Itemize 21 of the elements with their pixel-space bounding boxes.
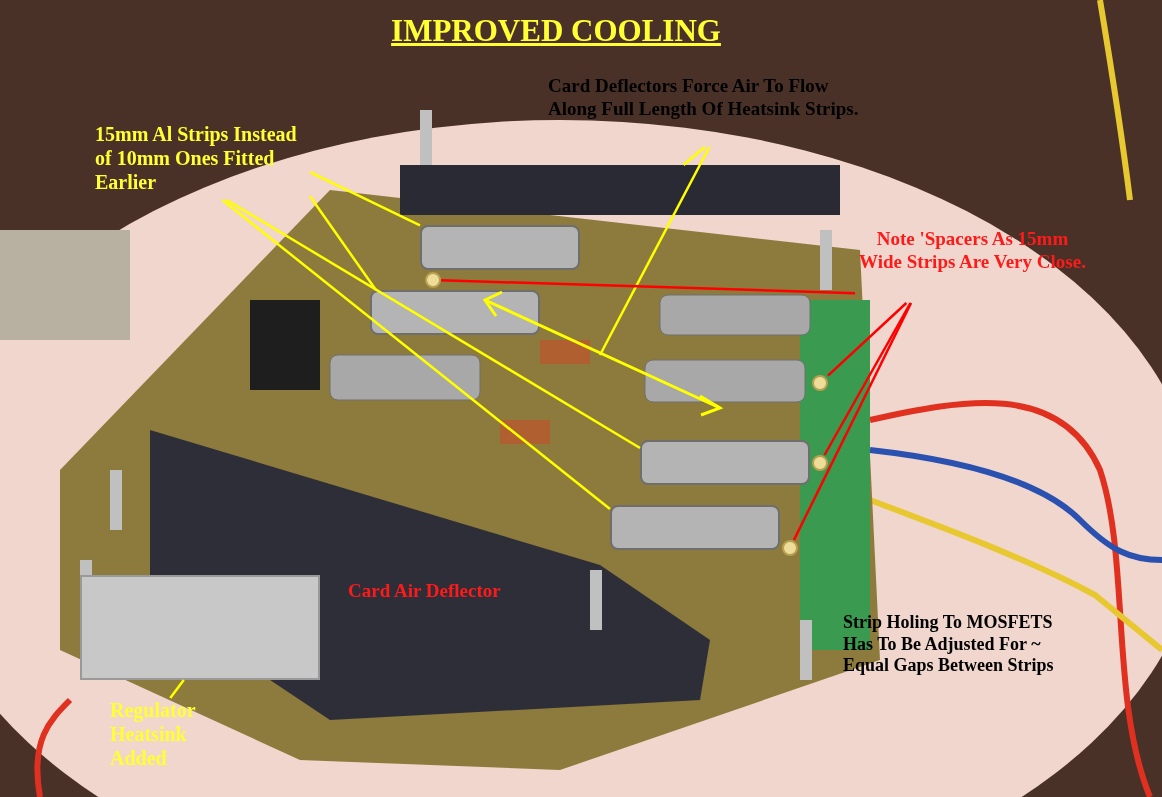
leader-line [440,279,856,295]
heatsink-strip [370,290,540,335]
heatsink-strip [610,505,780,550]
leader-line [598,146,711,356]
part-label: Card Air Deflector [348,580,502,603]
heatsink-strip [420,225,580,270]
leader-line [226,198,641,450]
leader-line [827,302,908,377]
leader-line [823,302,912,456]
title: IMPROVED COOLING [391,13,721,48]
callout-text: 15mm Al Strips Instead of 10mm Ones Fitted Earlier [95,122,310,200]
leader-line [682,146,706,166]
leader-line [221,199,611,511]
leader-line [308,195,377,291]
leader-line [309,171,421,227]
leader-line [169,679,185,699]
heatsink-strip [640,440,810,485]
callout-text: Regulator Heatsink Added [110,698,225,778]
air-deflector [400,165,840,215]
regulator-heatsink-plate [80,575,320,680]
callout-text: Card Deflectors Force Air To Flow Along Full Length Of Heatsink Strips. [548,75,863,147]
